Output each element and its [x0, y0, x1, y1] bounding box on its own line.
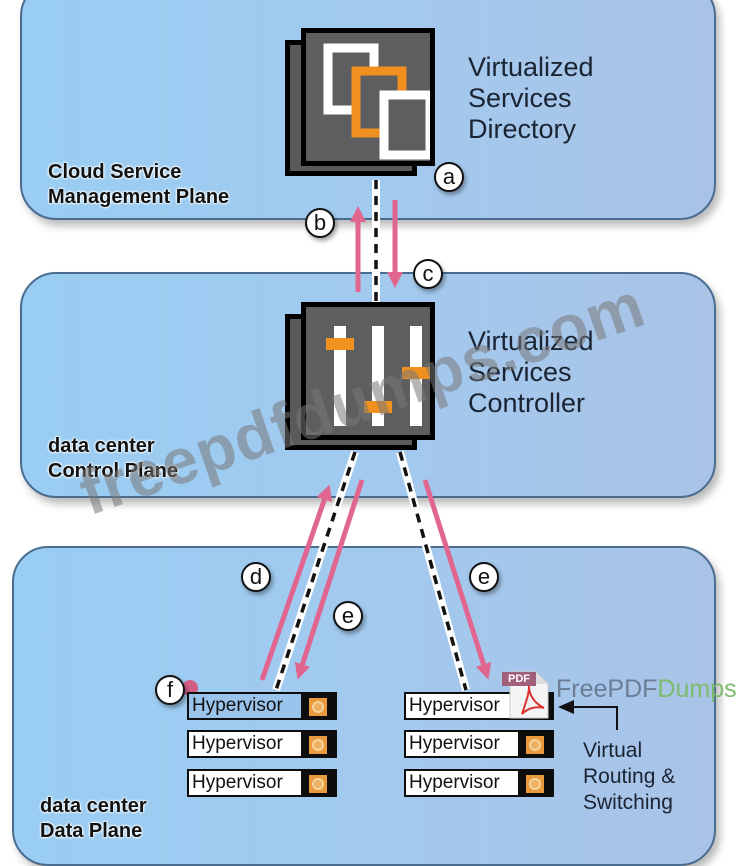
- device-front-panel: [301, 28, 435, 166]
- arrow-e-right-down: [422, 479, 492, 680]
- link-controller-left-hypervisor: [272, 450, 359, 692]
- vrs-pointer-line: [570, 706, 618, 730]
- slider-knob: [402, 367, 430, 379]
- arrow-d-up: [259, 484, 332, 681]
- callout-e-left: e: [333, 601, 363, 631]
- gear-icon: [526, 775, 544, 793]
- callout-e-right: e: [469, 562, 499, 592]
- callout-a: a: [434, 162, 464, 192]
- callout-d: d: [241, 562, 271, 592]
- hypervisor-right-2[interactable]: Hypervisor: [404, 730, 554, 758]
- vrs-pointer-arrowhead: [558, 700, 574, 714]
- slider-knob: [364, 401, 392, 413]
- data-plane-label: data center Data Plane: [40, 795, 147, 842]
- arrow-e-left-down: [294, 479, 365, 680]
- gear-icon: [309, 736, 327, 754]
- slider-track: [334, 326, 346, 426]
- hypervisor-label: Hypervisor: [189, 732, 301, 756]
- services-controller-label: Virtualized Services Controller: [468, 326, 594, 418]
- gear-icon: [526, 736, 544, 754]
- device-front-panel: [301, 302, 435, 440]
- hypervisor-label: Hypervisor: [189, 771, 301, 795]
- callout-b: b: [305, 208, 335, 238]
- sliders-icon: [326, 326, 430, 426]
- vrs-label: Virtual Routing & Switching: [583, 739, 676, 814]
- callout-f: f: [155, 675, 185, 705]
- hypervisor-left-3[interactable]: Hypervisor: [187, 769, 337, 797]
- control-plane-label: data center Control Plane: [48, 435, 179, 482]
- hypervisor-right-3[interactable]: Hypervisor: [404, 769, 554, 797]
- hypervisor-label: Hypervisor: [189, 694, 301, 718]
- hypervisor-label: Hypervisor: [406, 732, 518, 756]
- brand-watermark: FreePDFDumps: [556, 675, 737, 704]
- pdf-badge: PDF: [502, 672, 536, 686]
- gear-icon: [309, 698, 327, 716]
- pdf-file-icon: PDF: [502, 668, 550, 720]
- slider-knob: [326, 338, 354, 350]
- brand-part-2: Dumps: [657, 675, 737, 703]
- hypervisor-left-2[interactable]: Hypervisor: [187, 730, 337, 758]
- link-controller-right-hypervisor: [396, 450, 470, 692]
- services-directory-label: Virtualized Services Directory: [468, 52, 594, 144]
- services-controller-device[interactable]: [285, 302, 435, 452]
- hypervisor-label: Hypervisor: [406, 694, 518, 718]
- gear-icon: [309, 775, 327, 793]
- management-plane-label: Cloud Service Management Plane: [48, 161, 230, 208]
- hypervisor-left-1[interactable]: Hypervisor: [187, 692, 337, 720]
- brand-part-1: FreePDF: [556, 675, 658, 703]
- hypervisor-label: Hypervisor: [406, 771, 518, 795]
- stacked-documents-icon: [323, 43, 435, 160]
- callout-c: c: [413, 259, 443, 289]
- services-directory-device[interactable]: [285, 28, 435, 178]
